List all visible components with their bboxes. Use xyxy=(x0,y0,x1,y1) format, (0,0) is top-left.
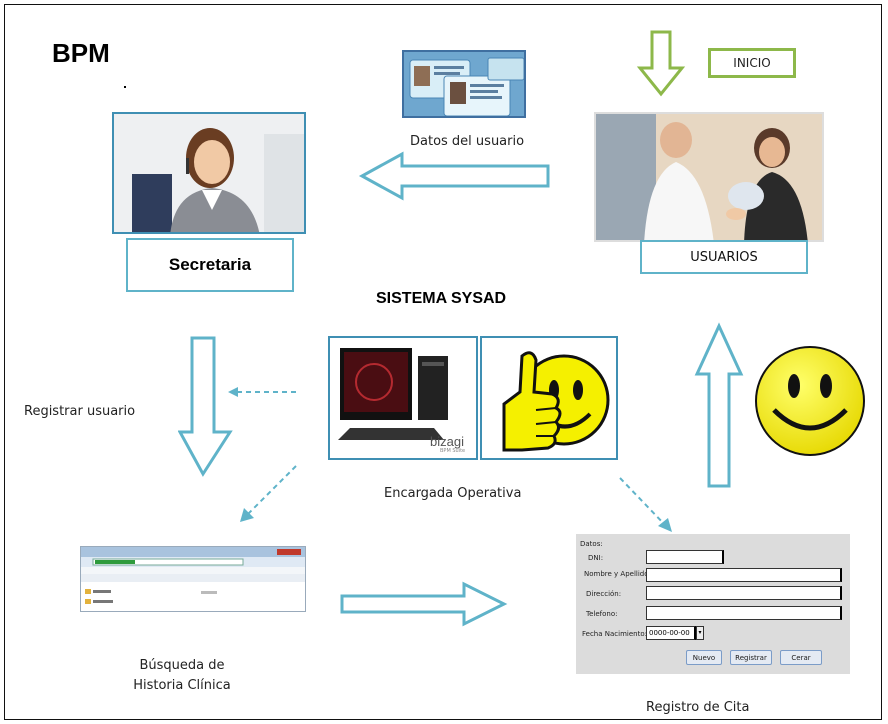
arrow-up-icon xyxy=(694,322,744,488)
busqueda-label-line1: Búsqueda de xyxy=(139,658,225,673)
form-nombre-label: Nombre y Apellido: xyxy=(584,570,651,578)
registro-cita-label: Registro de Cita xyxy=(646,700,750,715)
inicio-box: INICIO xyxy=(708,48,796,78)
fecha-field[interactable]: 0000-00-00 xyxy=(646,626,696,640)
usuarios-box: USUARIOS xyxy=(640,240,808,274)
datos-usuario-label: Datos del usuario xyxy=(410,134,525,149)
bizagi-sub: BPM Suite xyxy=(440,448,466,454)
form-telefono-label: Telefono: xyxy=(586,610,618,618)
secretaria-image xyxy=(112,112,306,234)
bizagi-logo: bizagi xyxy=(430,434,464,449)
direccion-field[interactable] xyxy=(646,586,842,600)
form-dni-label: DNI: xyxy=(588,554,604,562)
dni-field[interactable] xyxy=(646,550,724,564)
arrow-down-icon xyxy=(178,336,233,477)
registrar-usuario-label: Registrar usuario xyxy=(24,404,136,419)
secretaria-box: Secretaria xyxy=(126,238,294,292)
busqueda-label-line2: Historia Clínica xyxy=(133,678,231,693)
bizagi-image: bizagi BPM Suite xyxy=(328,336,478,460)
registrar-button[interactable]: Registrar xyxy=(730,650,772,665)
arrow-left-icon xyxy=(358,151,550,201)
form-header: Datos: xyxy=(580,540,603,548)
nombre-field[interactable] xyxy=(646,568,842,582)
thumbs-up-icon xyxy=(502,351,610,452)
encargada-label: Encargada Operativa xyxy=(384,486,522,501)
dashed-arrow-left-icon xyxy=(228,387,296,397)
inicio-label: INICIO xyxy=(733,56,771,70)
busqueda-window-picture xyxy=(81,547,305,604)
busqueda-screenshot xyxy=(80,546,306,612)
fecha-dropdown-icon[interactable]: ▾ xyxy=(696,626,704,640)
form-direccion-label: Dirección: xyxy=(586,590,622,598)
id-cards-picture xyxy=(404,52,524,116)
form-fecha-label: Fecha Nacimiento: xyxy=(582,630,647,638)
dot-mark xyxy=(124,86,126,88)
smiley-icon xyxy=(755,346,865,456)
usuarios-picture xyxy=(596,114,822,240)
registro-form: Datos: DNI: Nombre y Apellido: Dirección… xyxy=(576,534,850,674)
diagram-frame xyxy=(4,4,882,720)
busqueda-label: Búsqueda de Historia Clínica xyxy=(132,656,232,696)
thumbs-up-image xyxy=(480,336,618,460)
cerrar-button[interactable]: Cerar xyxy=(780,650,822,665)
id-cards-image xyxy=(402,50,526,118)
telefono-field[interactable] xyxy=(646,606,842,620)
secretaria-label: Secretaria xyxy=(168,255,252,274)
bizagi-picture xyxy=(338,348,448,440)
arrow-right-icon xyxy=(340,581,508,627)
nuevo-button[interactable]: Nuevo xyxy=(686,650,722,665)
page-title: BPM xyxy=(52,38,110,68)
inicio-arrow-down-icon xyxy=(636,30,686,97)
dashed-arrow-down-right-icon xyxy=(619,477,672,532)
secretaria-picture xyxy=(114,114,304,232)
dashed-arrow-down-left-icon xyxy=(240,465,297,522)
usuarios-label: USUARIOS xyxy=(690,249,758,265)
sistema-label: SISTEMA SYSAD xyxy=(376,290,507,307)
usuarios-image xyxy=(594,112,824,242)
